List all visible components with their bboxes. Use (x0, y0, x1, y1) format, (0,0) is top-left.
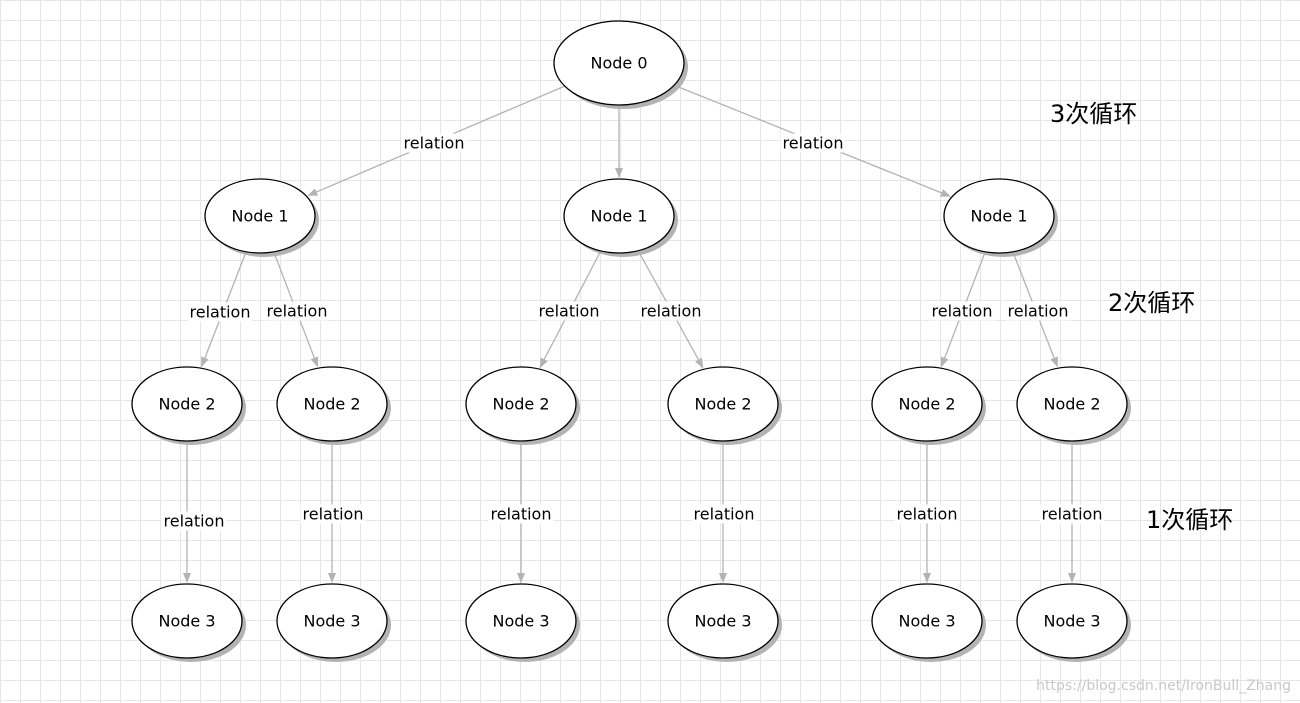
edge-label: relation (404, 134, 465, 153)
node-n2e: Node 2 (871, 366, 986, 445)
edge-label-background (187, 302, 253, 322)
node-ellipse (465, 366, 577, 442)
node-ellipse (131, 366, 243, 442)
node-label: Node 1 (231, 207, 288, 226)
node-label: Node 0 (590, 54, 647, 73)
node-label: Node 3 (898, 612, 955, 631)
node-ellipse (553, 20, 685, 106)
node-label: Node 3 (303, 612, 360, 631)
node-label: Node 2 (898, 395, 955, 414)
node-label: Node 2 (158, 395, 215, 414)
edge-label-background (300, 504, 366, 524)
edge-label-group: relation (264, 301, 330, 321)
edge-label: relation (267, 302, 328, 321)
edge-label-background (401, 133, 467, 153)
edge-label: relation (641, 302, 702, 321)
edge-label-group: relation (401, 133, 467, 153)
edge-labels-layer: relation relation relation relation relation… (161, 133, 1105, 531)
edge-label: relation (897, 505, 958, 524)
node-ellipse (943, 178, 1055, 254)
edge-label: relation (1008, 302, 1069, 321)
edge-label-group: relation (780, 133, 846, 153)
node-ellipse (276, 583, 388, 659)
edge-label: relation (164, 512, 225, 531)
node-label: Node 2 (492, 395, 549, 414)
node-n1c: Node 1 (943, 178, 1058, 257)
edge-label-group: relation (894, 504, 960, 524)
edge-label-background (264, 301, 330, 321)
node-n3b: Node 3 (276, 583, 391, 662)
edge-label-background (1005, 301, 1071, 321)
edge-label-group: relation (691, 504, 757, 524)
node-label: Node 1 (590, 207, 647, 226)
edge-label-group: relation (536, 301, 602, 321)
node-n0: Node 0 (553, 20, 688, 109)
loop-label-3: 3次循环 (1050, 100, 1137, 128)
node-n1a: Node 1 (204, 178, 319, 257)
node-n1b: Node 1 (563, 178, 678, 257)
nodes-layer: Node 0 Node 1 Node 1 Node 1 Node 2 Node 2 Node… (131, 20, 1131, 662)
edge-label: relation (1042, 505, 1103, 524)
node-n2d: Node 2 (667, 366, 782, 445)
node-n3a: Node 3 (131, 583, 246, 662)
node-label: Node 3 (1043, 612, 1100, 631)
edge-label-group: relation (300, 504, 366, 524)
node-n2a: Node 2 (131, 366, 246, 445)
edge-label-background (894, 504, 960, 524)
node-n2b: Node 2 (276, 366, 391, 445)
node-label: Node 1 (970, 207, 1027, 226)
node-n3c: Node 3 (465, 583, 580, 662)
edge-label-group: relation (638, 301, 704, 321)
node-ellipse (871, 366, 983, 442)
edge-label: relation (694, 505, 755, 524)
edge-label: relation (539, 302, 600, 321)
node-ellipse (276, 366, 388, 442)
edge-label: relation (303, 505, 364, 524)
edge-label-background (780, 133, 846, 153)
node-ellipse (465, 583, 577, 659)
edge-label: relation (190, 303, 251, 322)
node-ellipse (1016, 366, 1128, 442)
edge-label: relation (783, 134, 844, 153)
node-ellipse (563, 178, 675, 254)
node-n3d: Node 3 (667, 583, 782, 662)
edge-label-background (691, 504, 757, 524)
node-n2f: Node 2 (1016, 366, 1131, 445)
watermark: https://blog.csdn.net/IronBull_Zhang (1036, 678, 1291, 694)
edge-label-group: relation (488, 504, 554, 524)
edge-label-background (638, 301, 704, 321)
edge-label: relation (932, 302, 993, 321)
node-label: Node 2 (1043, 395, 1100, 414)
node-label: Node 2 (303, 395, 360, 414)
edge-label-background (161, 511, 227, 531)
node-ellipse (1016, 583, 1128, 659)
edge-label-background (536, 301, 602, 321)
node-label: Node 3 (694, 612, 751, 631)
node-ellipse (131, 583, 243, 659)
node-ellipse (204, 178, 316, 254)
node-label: Node 2 (694, 395, 751, 414)
node-label: Node 3 (158, 612, 215, 631)
node-n3e: Node 3 (871, 583, 986, 662)
node-ellipse (667, 366, 779, 442)
edge-label-group: relation (1005, 301, 1071, 321)
edge-label: relation (491, 505, 552, 524)
edge-label-background (929, 301, 995, 321)
node-label: Node 3 (492, 612, 549, 631)
loop-label-1: 1次循环 (1146, 506, 1233, 534)
loop-label-2: 2次循环 (1108, 289, 1195, 317)
node-n3f: Node 3 (1016, 583, 1131, 662)
node-ellipse (667, 583, 779, 659)
edge-label-background (488, 504, 554, 524)
edge-label-group: relation (929, 301, 995, 321)
edge-label-background (1039, 504, 1105, 524)
node-n2c: Node 2 (465, 366, 580, 445)
node-ellipse (871, 583, 983, 659)
edge-label-group: relation (161, 511, 227, 531)
edge-label-group: relation (187, 302, 253, 322)
edge-label-group: relation (1039, 504, 1105, 524)
